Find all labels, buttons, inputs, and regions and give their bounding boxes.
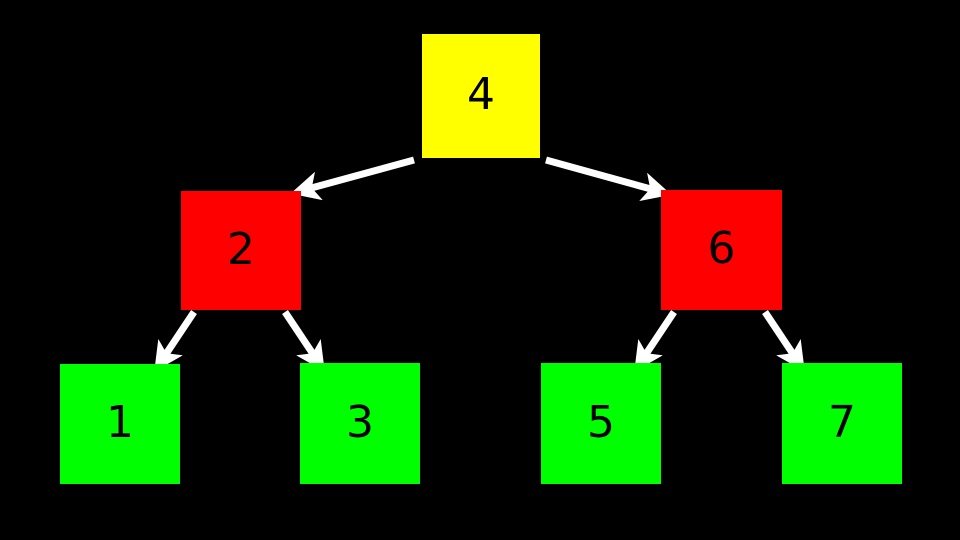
tree-edge-n2-to-n3 — [282, 310, 325, 372]
tree-edge-n6-to-n5 — [634, 310, 677, 372]
tree-edge-n2-to-n1 — [154, 310, 197, 372]
tree-node-5[interactable]: 5 — [541, 363, 661, 484]
tree-node-2[interactable]: 2 — [181, 191, 301, 310]
tree-node-label: 7 — [828, 396, 856, 448]
tree-node-label: 4 — [467, 69, 495, 120]
tree-node-7[interactable]: 7 — [782, 363, 902, 484]
tree-node-label: 2 — [227, 223, 255, 275]
tree-node-4[interactable]: 4 — [422, 34, 540, 158]
tree-edge-n4-to-n2 — [290, 156, 415, 201]
tree-node-1[interactable]: 1 — [60, 364, 180, 484]
tree-node-label: 3 — [346, 396, 374, 448]
tree-node-6[interactable]: 6 — [661, 190, 782, 310]
tree-edge-n4-to-n6 — [545, 156, 672, 202]
tree-node-label: 6 — [707, 223, 736, 274]
tree-edge-n6-to-n7 — [762, 310, 805, 372]
tree-node-3[interactable]: 3 — [300, 363, 420, 484]
tree-node-label: 5 — [587, 396, 615, 448]
tree-node-label: 1 — [106, 397, 134, 448]
